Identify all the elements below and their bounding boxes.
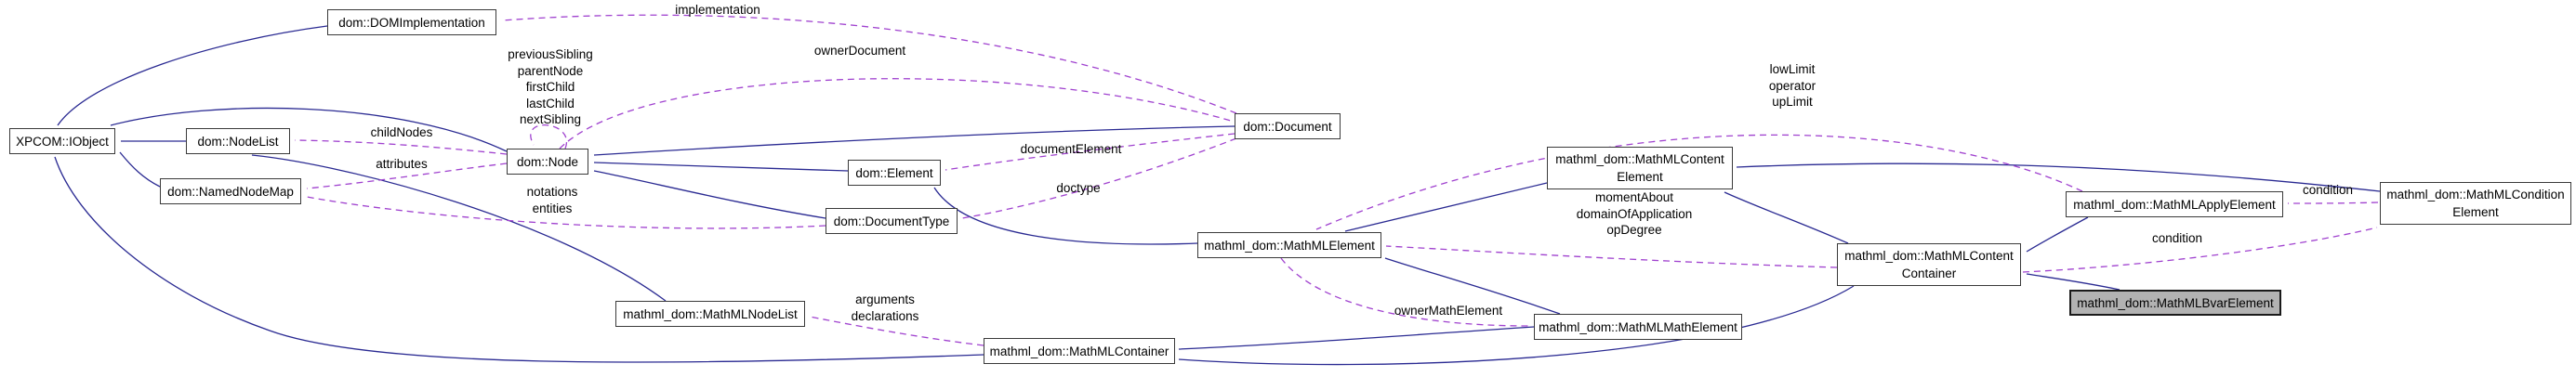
- edge-label-documenttype-to-namednodemap: notations entities: [526, 185, 578, 215]
- inherit-edge-namednodemap-to-iobject: [119, 151, 161, 188]
- edge-label-mathmlcontainer-to-mathmlnodelist: arguments declarations: [851, 292, 919, 323]
- edge-label-document-to-element: documentElement: [1020, 142, 1122, 156]
- edge-label-document-to-documenttype: doctype: [1056, 181, 1101, 195]
- inherit-edge-mathmlcontainer-to-iobject: [54, 156, 984, 363]
- usage-edge-conditionelement-to-applyelement: [2287, 202, 2379, 204]
- usage-edge-document-to-domimplementation: [501, 14, 1237, 114]
- edge-label-node-to-namednodemap: attributes: [376, 157, 428, 171]
- edge-label-conditionelement-to-applyelement: condition: [2302, 183, 2354, 197]
- usage-edge-documenttype-to-namednodemap: [306, 196, 826, 229]
- edge-label-document-to-domimplementation: implementation: [675, 3, 760, 17]
- inherit-edge-documenttype-to-node: [593, 170, 826, 219]
- inherit-edge-contentcontainer-to-contentelement: [1724, 191, 1849, 244]
- usage-edge-document-to-element: [945, 133, 1235, 171]
- inherit-edge-contentelement-to-mathmlelement: [1344, 182, 1548, 232]
- edge-label-applyelement-to-mathmlelement: lowLimit operator upLimit: [1768, 62, 1816, 109]
- class-box-bvarelement[interactable]: mathml_dom::MathMLBvarElement: [2069, 290, 2281, 316]
- inherit-edge-domimplementation-to-iobject: [57, 25, 328, 126]
- inherit-edge-conditionelement-to-contentelement: [1736, 162, 2381, 192]
- class-box-mathmlmathelement[interactable]: mathml_dom::MathMLMathElement: [1534, 314, 1742, 340]
- usage-edge-node-to-document: [559, 78, 1232, 150]
- class-box-namednodemap[interactable]: dom::NamedNodeMap: [160, 178, 301, 204]
- edge-label-mathmlelement-to-mathmlmathelement: ownerMathElement: [1394, 304, 1503, 318]
- class-box-mathmlnodelist[interactable]: mathml_dom::MathMLNodeList: [615, 301, 805, 327]
- class-box-nodelist[interactable]: dom::NodeList: [186, 128, 290, 154]
- usage-edge-node-to-namednodemap: [306, 162, 508, 189]
- inherit-edge-contentcontainer-to-mathmlcontainer: [1178, 285, 1855, 366]
- edge-label-contentcontainer-to-conditionelement: condition: [2151, 231, 2203, 245]
- class-box-domimplementation[interactable]: dom::DOMImplementation: [327, 9, 496, 35]
- usage-edge-mathmlcontainer-to-mathmlnodelist: [809, 316, 984, 346]
- class-box-mathmlelement[interactable]: mathml_dom::MathMLElement: [1197, 232, 1381, 258]
- class-box-node[interactable]: dom::Node: [507, 149, 588, 175]
- edge-label-node-to-document: ownerDocument: [813, 44, 906, 58]
- inherit-edge-applyelement-to-contentcontainer: [2026, 216, 2089, 253]
- edge-label-node-to-nodelist: childNodes: [370, 125, 433, 139]
- inherit-edge-node-to-iobject: [110, 107, 508, 152]
- usage-edge-mathmlelement-to-mathmlmathelement: [1280, 257, 1530, 327]
- class-box-conditionelement[interactable]: mathml_dom::MathMLCondition Element: [2380, 182, 2571, 225]
- inherit-edge-mathmlmathelement-to-mathmlcontainer: [1178, 326, 1535, 350]
- usage-edge-contentcontainer-to-mathmlelement: [1385, 245, 1838, 268]
- inherit-edge-mathmlnodelist-to-nodelist: [251, 154, 667, 302]
- class-box-document[interactable]: dom::Document: [1235, 113, 1341, 139]
- class-box-contentcontainer[interactable]: mathml_dom::MathMLContent Container: [1837, 243, 2021, 286]
- usage-edge-document-to-documenttype: [961, 137, 1237, 219]
- usage-edge-applyelement-to-mathmlelement: [1315, 134, 2083, 230]
- inherit-edge-bvarelement-to-contentcontainer: [2026, 273, 2120, 291]
- usage-edge-node-to-node: [530, 124, 568, 150]
- usage-edge-node-to-nodelist: [294, 139, 508, 155]
- class-box-applyelement[interactable]: mathml_dom::MathMLApplyElement: [2066, 191, 2283, 217]
- inherit-edge-mathmlmathelement-to-mathmlelement: [1384, 257, 1561, 315]
- usage-edge-contentcontainer-to-conditionelement: [2022, 227, 2378, 273]
- class-box-mathmlcontainer[interactable]: mathml_dom::MathMLContainer: [984, 338, 1175, 364]
- class-box-contentelement[interactable]: mathml_dom::MathMLContent Element: [1547, 147, 1733, 189]
- inherit-edge-mathmlelement-to-element: [933, 187, 1198, 245]
- inherit-edge-element-to-node: [593, 162, 849, 172]
- class-box-iobject[interactable]: XPCOM::IObject: [9, 128, 115, 154]
- edge-label-contentcontainer-to-mathmlelement: momentAbout domainOfApplication opDegree: [1576, 190, 1693, 237]
- inherit-edge-document-to-node: [593, 125, 1235, 156]
- class-box-documenttype[interactable]: dom::DocumentType: [826, 208, 958, 234]
- class-box-element[interactable]: dom::Element: [848, 160, 941, 186]
- edge-label-node-to-node: previousSibling parentNode firstChild la…: [508, 47, 593, 126]
